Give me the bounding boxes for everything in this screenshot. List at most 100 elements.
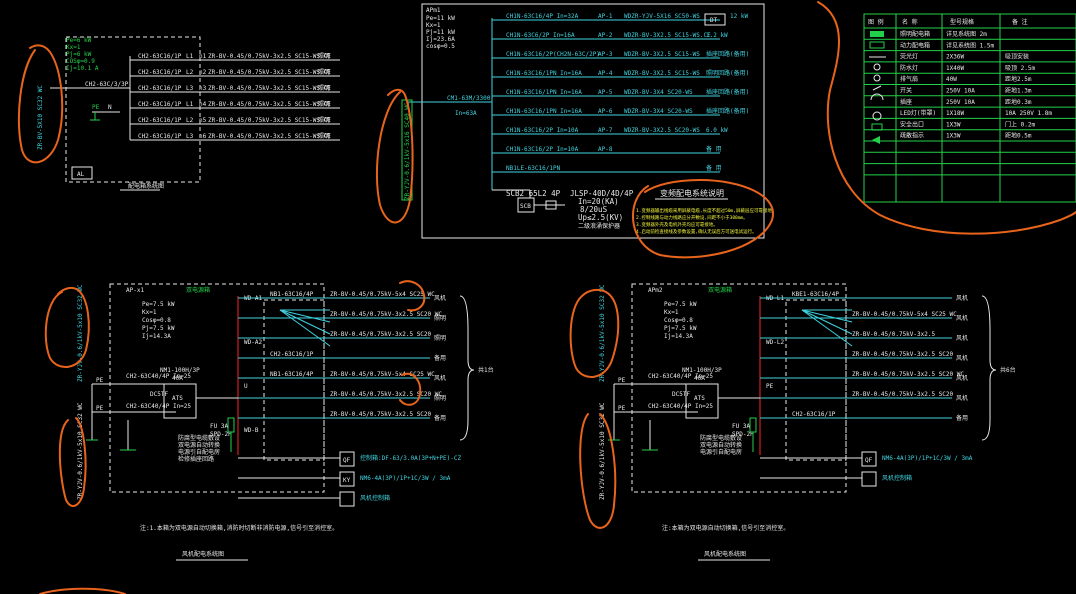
breaker-label: CH2-63C16/1P <box>270 351 314 358</box>
phase-label: L2 <box>186 69 194 76</box>
branch-line <box>801 309 853 335</box>
cable-label: ZR-BV-0.45/0.75kV-3x2.5 SC15-WS.CE <box>208 53 331 60</box>
load-label: 照明 <box>434 315 446 322</box>
load-label: 风机 <box>956 394 968 402</box>
breaker-label: CH2-63C40/4P In=25 <box>648 403 713 410</box>
table-cell: 距地0.5m <box>1005 132 1032 140</box>
waterproof-lamp-icon <box>873 63 881 71</box>
load-label: 风机 <box>956 334 968 342</box>
circuit-id: n1 <box>199 53 207 60</box>
markup-ellipse <box>632 178 775 259</box>
load-note: 插座回路(备用) <box>706 107 749 115</box>
device-note: 电源引自配电房 <box>700 448 742 456</box>
table-header: 备 注 <box>1012 18 1028 26</box>
panel-enclosure <box>65 36 201 183</box>
table-cell: 40W <box>946 76 957 83</box>
ats-rating: 40A <box>172 375 183 382</box>
breaker-label: NB1-63C16/4P <box>270 291 314 298</box>
spd-spec: 8/20uS <box>580 205 608 214</box>
cable-label: ZR-BV-0.45/0.75kV-3x2.5 SC20 <box>852 351 954 358</box>
spd-label: SPD-2P <box>732 431 754 438</box>
panel-symbol-icon <box>870 31 884 37</box>
cable-label: ZR-BV-0.45/0.75kV-3x2.5 SC20 WC <box>852 371 964 378</box>
load-label: 照明 <box>318 53 330 60</box>
table-header: 名 称 <box>902 18 918 26</box>
branch-line <box>279 309 331 323</box>
table-cell: 吸顶安装 <box>1005 53 1029 61</box>
load-note: 备 用 <box>706 164 722 172</box>
param-line: Ij=23.6A <box>426 36 455 43</box>
cable-label: ZR-BV-0.45/0.75kV-5x4 SC25 WC <box>852 311 957 318</box>
aux-id: QF <box>865 457 873 464</box>
circuit-id: AP-3 <box>598 51 613 58</box>
breaker-label: CH1N-63C16/2P(CH2N-63C/2P) <box>506 51 600 58</box>
table-cell: 详见系统图 1.5m <box>946 41 994 49</box>
cable-label: WDZR-BV-3X2.5 SC20-WS <box>624 127 700 134</box>
aux-box <box>339 471 355 487</box>
param-line: Pj=7.5 kW <box>142 325 175 332</box>
load-label: 风机 <box>956 374 968 382</box>
table-cell: 动力配电箱 <box>900 41 930 49</box>
circuit-id: n2 <box>199 69 207 76</box>
breaker-label: CH2-63C40/4P In=25 <box>648 373 713 380</box>
breaker-label: CH2-63C16/1P <box>138 85 182 92</box>
cable-label: ZR-BV-0.45/0.75kV-3x2.5 SC15-WS.CE <box>208 117 331 124</box>
ats-model: NM1-100H/3P <box>682 367 722 374</box>
breaker-label: CH1N-63C16/1PN In=16A <box>506 89 582 96</box>
aux-text: 风机控制箱 <box>882 474 912 482</box>
param-line: Cosφ=0.8 <box>664 317 693 324</box>
cable-label: ZR-BV-0.45/0.75kV-3x2.5 SC15-WS.CE <box>208 133 331 140</box>
led-lamp-icon <box>872 111 882 121</box>
table-cell: 门上 0.2m <box>1005 120 1035 128</box>
circuit-id: AP-4 <box>598 70 613 77</box>
param-line: Pe=7.5 kW <box>664 301 697 308</box>
circuit-id: AP-6 <box>598 108 613 115</box>
breaker-label: CH2-63C40/4P In=25 <box>126 403 191 410</box>
param-line: Pe=7.5 kW <box>142 301 175 308</box>
cable-label: ZR-BV-0.45/0.75kV-3x2.5 SC20 <box>330 331 432 338</box>
breaker-label: NB1-63C16/4P <box>270 371 314 378</box>
cable-label: ZR-BV-0.45/0.75kV-5x4 SC25 WC <box>330 371 435 378</box>
bus-label: WD-B <box>244 427 259 434</box>
param-line: Pj=6 kW <box>66 51 92 58</box>
spd-label: SCB2 65L2 4P <box>506 189 561 198</box>
table-frame <box>863 13 1076 203</box>
aux-text: 风机控制箱 <box>360 494 390 502</box>
param-line: cosφ=0.5 <box>426 43 455 50</box>
table-cell: 详见系统图 2m <box>946 30 987 38</box>
phase-label: L2 <box>186 117 194 124</box>
spd-spec: Up≤2.5(KV) <box>578 213 623 222</box>
table-cell: 250V 10A <box>946 99 975 106</box>
device-note: 防腐型电缆敷设 <box>178 434 220 442</box>
table-cell: 疏散指示 <box>900 132 924 140</box>
load-box <box>704 13 726 26</box>
table-cell: 安全出口 <box>900 120 924 128</box>
device-note: 检修插座回路 <box>178 455 214 463</box>
param-line: COSφ=0.9 <box>66 58 95 65</box>
branch-line <box>279 309 331 335</box>
param-line: Ij=14.3A <box>664 333 693 340</box>
markup-curve <box>817 1 1076 235</box>
ats-rating: 40A <box>694 375 705 382</box>
param-line: Kx=1 <box>66 44 81 51</box>
param-line: Pj=7.5 kW <box>664 325 697 332</box>
fuse-label: FU 3A <box>210 423 228 430</box>
notes-block: 变频配电系统说明 1.变频器输出线缆采用屏蔽电缆,长度不超过50m,屏蔽层应可靠… <box>636 188 776 235</box>
device-note: 双电源自动转换 <box>700 441 742 449</box>
device-note: 双电源自动转换 <box>178 441 220 449</box>
incomer-label: CH2-63C/3/3P <box>85 81 129 88</box>
cable-label: ZR-BV-0.45/0.75kV-3x2.5 SC20 <box>852 391 954 398</box>
load-label: 备用 <box>434 354 446 362</box>
switch-icon <box>872 85 882 91</box>
markup-ellipse <box>579 413 617 529</box>
breaker-label: CH1N-63C16/1PN In=16A <box>506 108 582 115</box>
circuit-id: AP-5 <box>598 89 613 96</box>
table-header: 型号规格 <box>950 18 974 26</box>
cable-label: WDZR-BV-3X2.5 SC15-WS <box>624 70 700 77</box>
load-label: 照明 <box>318 117 330 124</box>
param-line: Pe=6 kW <box>66 37 92 44</box>
circuit-id: AP-2 <box>598 32 613 39</box>
cable-label: WDZR-BV-3X4 SC20-WS <box>624 108 693 115</box>
ats-model: NM1-100H/3P <box>160 367 200 374</box>
